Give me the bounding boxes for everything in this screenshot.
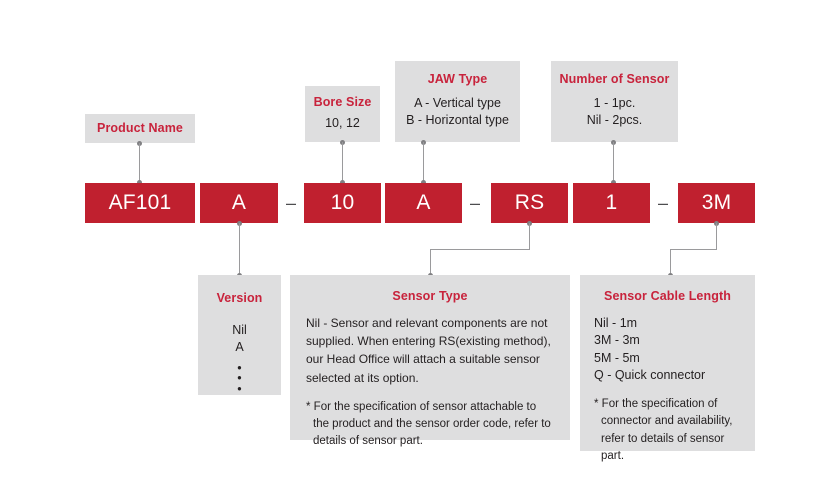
connector-dot-product-name-bottom <box>137 180 142 185</box>
code-segment-sensor-cable-length: 3M <box>678 183 755 223</box>
code-segment-version: A <box>200 183 278 223</box>
callout-version-ellipsis-icon: • • • <box>237 360 242 396</box>
code-segment-value: 10 <box>330 191 355 214</box>
code-segment-value: AF101 <box>108 191 172 214</box>
code-segment-value: RS <box>514 191 545 214</box>
callout-jaw-type-line-1: A - Vertical type <box>414 96 501 110</box>
callout-version-line-1: Nil <box>232 323 247 337</box>
code-segment-value: 1 <box>605 191 618 214</box>
connector-line-sensor-cable-length-horizontal <box>670 249 717 250</box>
code-segment-jaw-type: A <box>385 183 462 223</box>
callout-jaw-type: JAW Type A - Vertical type B - Horizonta… <box>395 61 520 142</box>
callout-sensor-cable-length-line-3: 5M - 5m <box>594 350 640 365</box>
callout-version-title: Version <box>216 291 263 305</box>
callout-sensor-cable-length-title: Sensor Cable Length <box>604 289 731 303</box>
callout-sensor-cable-length: Sensor Cable Length Nil - 1m 3M - 3m 5M … <box>580 275 755 462</box>
callout-number-of-sensor-line-2: Nil - 2pcs. <box>586 113 643 128</box>
connector-line-product-name <box>139 143 140 183</box>
callout-bore-size-values: 10, 12 <box>325 116 360 130</box>
callout-sensor-type: Sensor Type Nil - Sensor and relevant co… <box>290 275 570 447</box>
connector-line-jaw-type <box>423 142 424 183</box>
callout-version-line-2: A <box>235 340 244 355</box>
connector-line-sensor-cable-length-drop <box>670 249 671 275</box>
connector-dot-bore-size-bottom <box>340 180 345 185</box>
code-segment-product-name: AF101 <box>85 183 195 223</box>
connector-line-number-of-sensor <box>613 142 614 183</box>
connector-line-version <box>239 223 240 275</box>
callout-product-name: Product Name <box>85 114 195 143</box>
callout-bore-size: Bore Size 10, 12 <box>305 86 380 142</box>
callout-jaw-type-line-2: B - Horizontal type <box>406 113 509 128</box>
callout-number-of-sensor: Number of Sensor 1 - 1pc. Nil - 2pcs. <box>551 61 678 142</box>
connector-line-bore-size <box>342 142 343 183</box>
callout-product-name-title: Product Name <box>97 121 183 135</box>
connector-line-sensor-type-vertical <box>529 223 530 250</box>
code-segment-bore-size: 10 <box>304 183 381 223</box>
code-segment-value: 3M <box>701 191 732 214</box>
callout-version: Version Nil A • • • <box>198 275 281 395</box>
callout-number-of-sensor-title: Number of Sensor <box>559 72 670 86</box>
callout-sensor-type-note: * For the specification of sensor attach… <box>306 400 551 448</box>
callout-sensor-cable-length-line-4: Q - Quick connector <box>594 367 706 382</box>
code-separator-3: – <box>657 193 668 213</box>
callout-sensor-type-title: Sensor Type <box>392 289 468 303</box>
callout-bore-size-title: Bore Size <box>313 95 372 109</box>
code-segment-value: A <box>231 191 247 214</box>
code-segment-number-of-sensor: 1 <box>573 183 650 223</box>
connector-dot-jaw-type-bottom <box>421 180 426 185</box>
code-segment-sensor-type: RS <box>491 183 568 223</box>
code-segment-value: A <box>416 191 431 214</box>
callout-sensor-cable-length-line-1: Nil - 1m <box>594 316 638 330</box>
code-separator-1: – <box>285 193 296 213</box>
connector-line-sensor-cable-length-vertical <box>716 223 717 250</box>
connector-line-sensor-type-horizontal <box>430 249 530 250</box>
connector-dot-number-of-sensor-bottom <box>611 180 616 185</box>
callout-sensor-type-paragraph: Nil - Sensor and relevant components are… <box>306 316 551 385</box>
code-separator-2: – <box>469 193 480 213</box>
callout-sensor-cable-length-line-2: 3M - 3m <box>594 333 640 348</box>
callout-number-of-sensor-line-1: 1 - 1pc. <box>593 96 636 110</box>
callout-sensor-cable-length-note: * For the specification of connector and… <box>594 398 733 462</box>
connector-line-sensor-type-drop <box>430 249 431 275</box>
callout-jaw-type-title: JAW Type <box>427 72 488 86</box>
